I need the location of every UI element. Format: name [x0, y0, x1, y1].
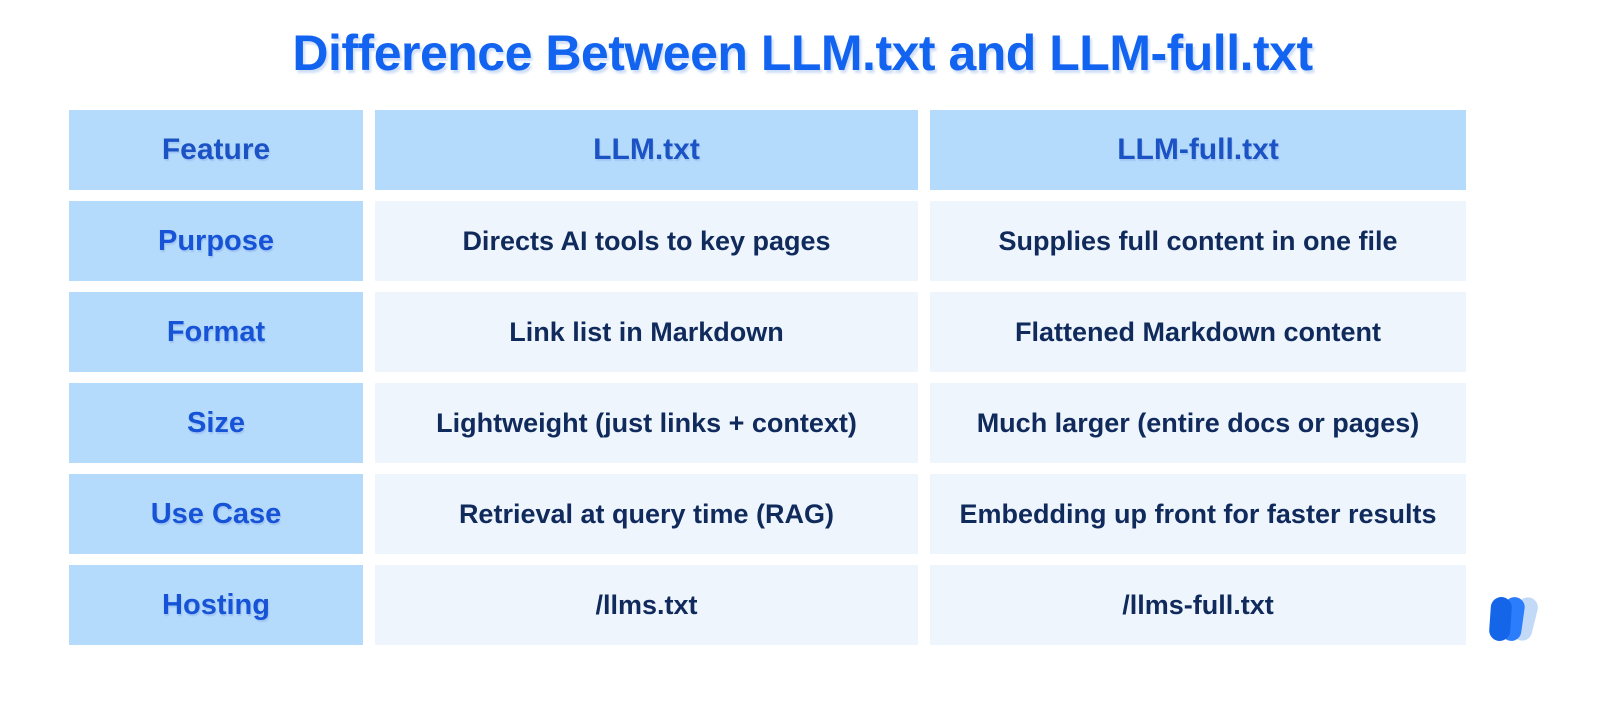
table-row: Hosting /llms.txt /llms-full.txt [69, 565, 1466, 645]
cell-format-llm-full-txt: Flattened Markdown content [930, 292, 1466, 372]
cell-use-case-llm-full-txt: Embedding up front for faster results [930, 474, 1466, 554]
page-title: Difference Between LLM.txt and LLM-full.… [292, 25, 1313, 81]
table-row: Size Lightweight (just links + context) … [69, 383, 1466, 463]
cell-format-llm-txt: Link list in Markdown [375, 292, 918, 372]
brand-logo-icon [1487, 595, 1543, 643]
table-header-row: Feature LLM.txt LLM-full.txt [69, 110, 1466, 190]
row-label-use-case: Use Case [69, 474, 363, 554]
cell-size-llm-txt: Lightweight (just links + context) [375, 383, 918, 463]
column-header-llm-txt: LLM.txt [375, 110, 918, 190]
cell-purpose-llm-txt: Directs AI tools to key pages [375, 201, 918, 281]
cell-size-llm-full-txt: Much larger (entire docs or pages) [930, 383, 1466, 463]
table-row: Use Case Retrieval at query time (RAG) E… [69, 474, 1466, 554]
column-header-feature: Feature [69, 110, 363, 190]
cell-hosting-llm-txt: /llms.txt [375, 565, 918, 645]
comparison-table: Feature LLM.txt LLM-full.txt Purpose Dir… [69, 110, 1466, 645]
cell-purpose-llm-full-txt: Supplies full content in one file [930, 201, 1466, 281]
table-row: Format Link list in Markdown Flattened M… [69, 292, 1466, 372]
table-row: Purpose Directs AI tools to key pages Su… [69, 201, 1466, 281]
row-label-size: Size [69, 383, 363, 463]
cell-use-case-llm-txt: Retrieval at query time (RAG) [375, 474, 918, 554]
row-label-format: Format [69, 292, 363, 372]
cell-hosting-llm-full-txt: /llms-full.txt [930, 565, 1466, 645]
row-label-purpose: Purpose [69, 201, 363, 281]
column-header-llm-full-txt: LLM-full.txt [930, 110, 1466, 190]
row-label-hosting: Hosting [69, 565, 363, 645]
